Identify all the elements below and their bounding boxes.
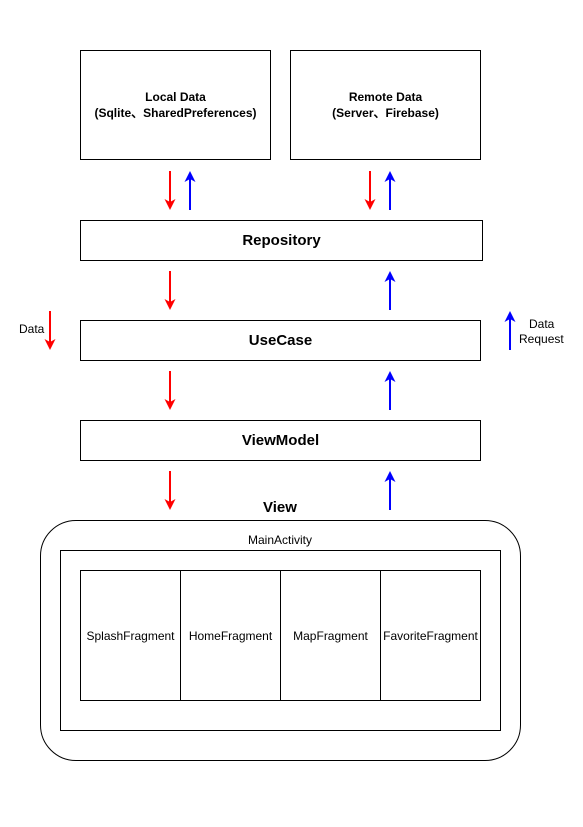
legend-data-arrow [44, 311, 56, 350]
fragment-label: SplashFragment [86, 628, 175, 643]
request-arrows [184, 171, 516, 510]
data-arrow-repository-usecase [164, 271, 176, 310]
local-data-title: Local Data [145, 90, 206, 104]
fragment-label: FavoriteFragment [383, 628, 478, 643]
legend-request-label-1: Data [529, 317, 555, 331]
repository-box: Repository [80, 220, 483, 261]
remote-data-box: Remote Data (Server、Firebase) [290, 50, 481, 160]
remote-data-subtitle: (Server、Firebase) [332, 106, 439, 120]
request-arrow-local [184, 171, 196, 210]
data-arrow-local [164, 171, 176, 210]
main-activity-label: MainActivity [247, 533, 312, 547]
legend-request-arrow [504, 311, 516, 350]
usecase-box: UseCase [80, 320, 481, 361]
remote-data-title: Remote Data [348, 90, 423, 104]
data-arrow-viewmodel-view [164, 471, 176, 510]
request-arrow-view-viewmodel [384, 471, 396, 510]
viewmodel-label: ViewModel [241, 432, 320, 449]
data-arrows [44, 171, 376, 510]
legend-request-label-2: Request [519, 332, 564, 346]
legend-data-label: Data [19, 322, 45, 336]
fragment-label: MapFragment [293, 628, 368, 643]
fragment-map: MapFragment [280, 570, 381, 701]
repository-label: Repository [242, 232, 321, 249]
request-arrow-usecase-repository [384, 271, 396, 310]
view-title: View [263, 499, 297, 516]
data-arrow-remote [364, 171, 376, 210]
usecase-label: UseCase [248, 332, 313, 349]
fragment-splash: SplashFragment [80, 570, 181, 701]
local-data-subtitle: (Sqlite、SharedPreferences) [94, 106, 257, 120]
data-arrow-usecase-viewmodel [164, 371, 176, 410]
request-arrow-viewmodel-usecase [384, 371, 396, 410]
fragment-label: HomeFragment [188, 628, 273, 643]
request-arrow-remote [384, 171, 396, 210]
fragment-favorite: FavoriteFragment [380, 570, 481, 701]
fragment-home: HomeFragment [180, 570, 281, 701]
local-data-box: Local Data (Sqlite、SharedPreferences) [80, 50, 271, 160]
viewmodel-box: ViewModel [80, 420, 481, 461]
